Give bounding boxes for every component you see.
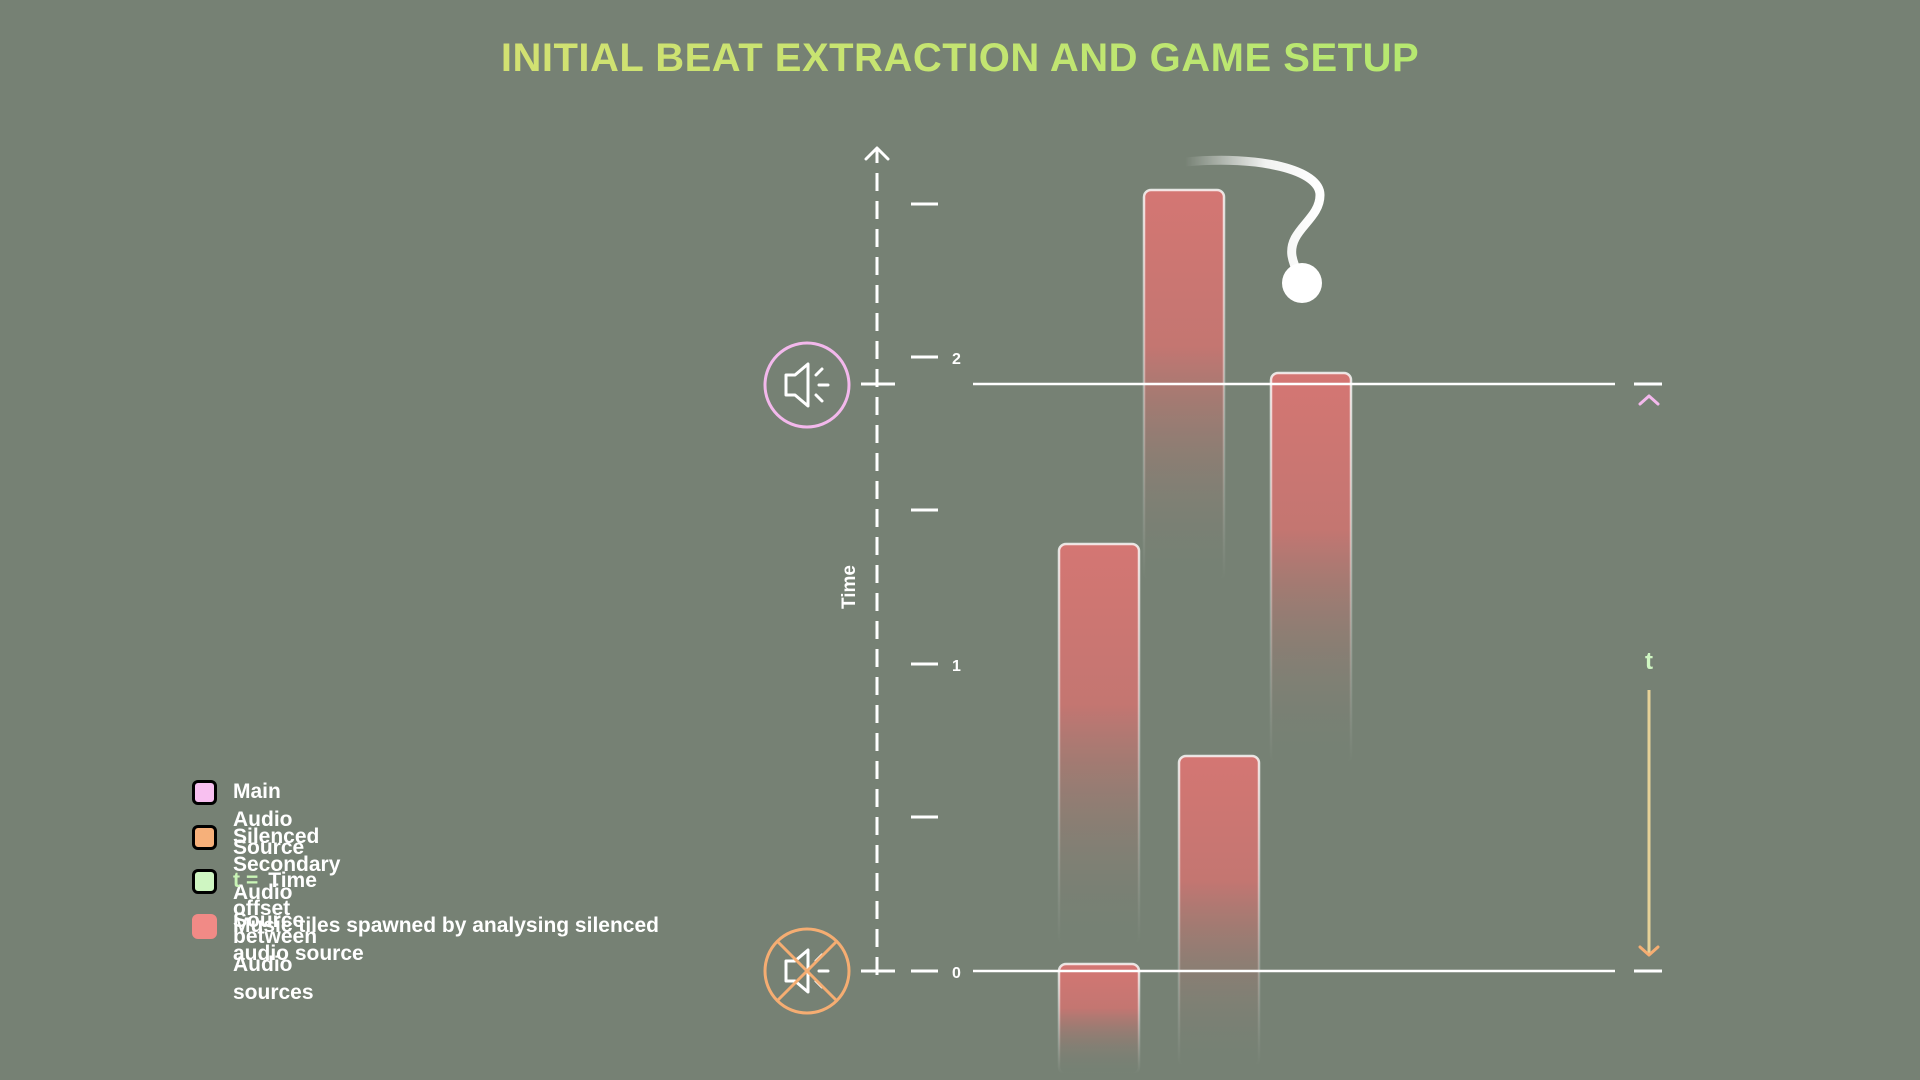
legend-label: Silenced Secondary Audio Source <box>233 825 341 932</box>
axis-ticks <box>861 202 938 973</box>
legend-label: Music tiles spawned by analysing silence… <box>233 914 659 965</box>
legend-item-secondary-source: Silenced Secondary Audio Source <box>192 825 340 935</box>
tick-label-2: 2 <box>952 351 961 368</box>
legend-label-group: t =Time offset between Audio sources <box>233 867 317 1007</box>
down-arrow-icon <box>1638 945 1660 957</box>
offset-label: t <box>1645 648 1653 675</box>
page-title: INITIAL BEAT EXTRACTION AND GAME SETUP <box>0 36 1920 81</box>
axis-label: Time <box>839 565 860 609</box>
legend-swatch-main-source <box>192 780 217 805</box>
time-axis: 2 1 0 Time <box>839 146 961 982</box>
music-tile <box>1177 754 1261 1068</box>
legend-item-main-source: Main Audio Source <box>192 780 304 862</box>
music-tile <box>1057 962 1141 1076</box>
legend-swatch-time-offset <box>192 869 217 894</box>
legend-label: Main Audio Source <box>233 780 305 859</box>
muted-speaker-icon <box>763 927 851 1015</box>
music-tiles <box>1057 188 1353 1076</box>
speaker-icon <box>763 341 851 429</box>
up-arrow-icon <box>1638 394 1660 406</box>
pointer-icon <box>1180 155 1325 303</box>
time-offset-indicator: t <box>1634 382 1662 973</box>
legend-equals: = <box>246 869 259 892</box>
tick-label-1: 1 <box>952 658 961 675</box>
legend-label: Time offset between Audio sources <box>233 869 318 1004</box>
legend-item-music-tiles: Music tiles spawned by analysing silence… <box>192 914 673 968</box>
music-tile <box>1057 542 1141 946</box>
legend-variable: t <box>233 869 240 892</box>
axis-arrow-icon <box>864 146 890 161</box>
legend-item-time-offset: t =Time offset between Audio sources <box>192 869 317 1007</box>
legend-swatch-music-tiles <box>192 914 217 939</box>
legend-swatch-secondary-source <box>192 825 217 850</box>
music-tile <box>1269 371 1353 765</box>
tick-label-0: 0 <box>952 965 961 982</box>
